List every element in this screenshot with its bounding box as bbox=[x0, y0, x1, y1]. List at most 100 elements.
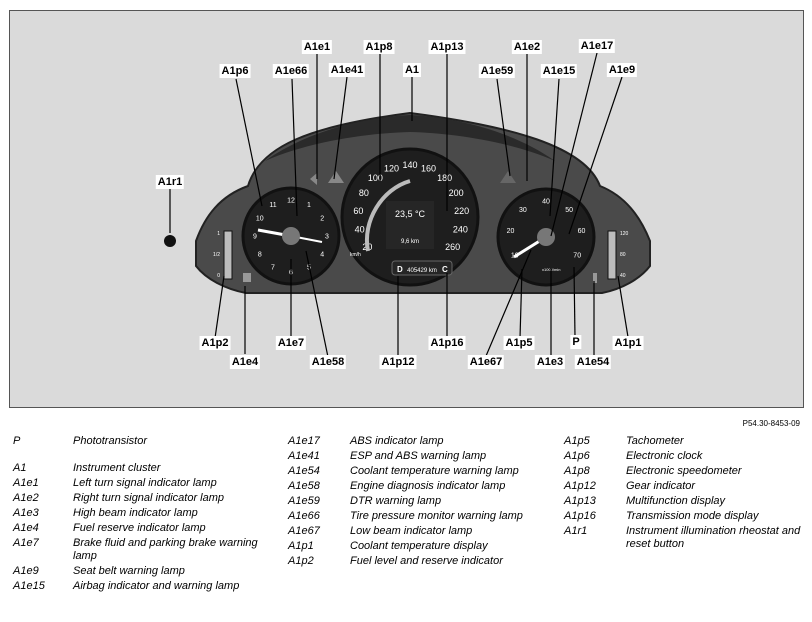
display-trip: 9,6 km bbox=[401, 239, 419, 245]
legend-code: A1e3 bbox=[13, 507, 39, 519]
callout-A1p5: A1p5 bbox=[503, 336, 535, 350]
legend-desc: Tire pressure monitor warning lamp bbox=[350, 510, 523, 522]
callout-A1e66: A1e66 bbox=[272, 64, 310, 78]
callout-A1e58: A1e58 bbox=[309, 355, 347, 369]
speed-tick-label: 260 bbox=[445, 242, 460, 252]
legend-desc: Airbag indicator and warning lamp bbox=[73, 580, 240, 592]
legend-code: A1e1 bbox=[13, 477, 39, 489]
coolant-warning-icon bbox=[593, 273, 597, 283]
legend-code: A1e2 bbox=[13, 492, 39, 504]
rpm-tick-label: 70 bbox=[573, 252, 581, 259]
figure-reference-number: P54.30-8453-09 bbox=[742, 419, 800, 428]
legend-desc: Instrument illumination rheostat and res… bbox=[626, 525, 801, 550]
callout-A1e3: A1e3 bbox=[534, 355, 566, 369]
coolant-tick-label: 120 bbox=[620, 231, 629, 237]
callout-A1: A1 bbox=[402, 63, 422, 77]
legend-desc: ABS indicator lamp bbox=[350, 435, 444, 447]
left-turn-signal-icon bbox=[310, 173, 317, 185]
legend-desc: ESP and ABS warning lamp bbox=[350, 450, 487, 462]
legend-desc: Left turn signal indicator lamp bbox=[73, 477, 217, 489]
legend-code: A1e66 bbox=[288, 510, 320, 522]
callout-A1p13: A1p13 bbox=[428, 40, 466, 54]
legend-code: A1p6 bbox=[564, 450, 590, 462]
legend-code: A1e9 bbox=[13, 565, 39, 577]
clock-tick-label: 3 bbox=[325, 233, 329, 240]
rheostat-knob[interactable] bbox=[164, 235, 176, 247]
clock-tick-label: 12 bbox=[287, 197, 295, 204]
legend-desc: Fuel level and reserve indicator bbox=[350, 555, 503, 567]
legend-code: A1p5 bbox=[564, 435, 590, 447]
legend-item: A1e17 ABS indicator lamp bbox=[288, 435, 548, 448]
callout-A1e15: A1e15 bbox=[540, 64, 578, 78]
multifunction-display-panel bbox=[386, 201, 434, 249]
legend-desc: Coolant temperature warning lamp bbox=[350, 465, 519, 477]
legend-desc: Brake fluid and parking brake warning la… bbox=[73, 537, 258, 562]
fuel-reserve-icon bbox=[243, 273, 251, 282]
speed-tick-label: 180 bbox=[437, 173, 452, 183]
legend-code: A1p2 bbox=[288, 555, 314, 567]
legend-code: A1p1 bbox=[288, 540, 314, 552]
legend-desc: Electronic speedometer bbox=[626, 465, 742, 477]
legend-item: A1e1 Left turn signal indicator lamp bbox=[13, 477, 275, 490]
callout-A1p16: A1p16 bbox=[428, 336, 466, 350]
dtr-warning-icon bbox=[500, 171, 516, 183]
legend-code: A1e54 bbox=[288, 465, 320, 477]
speed-unit-label: km/h bbox=[350, 252, 361, 258]
legend-code: A1e17 bbox=[288, 435, 320, 447]
legend-desc: Fuel reserve indicator lamp bbox=[73, 522, 206, 534]
odometer-strip bbox=[391, 260, 453, 276]
callout-A1e54: A1e54 bbox=[574, 355, 612, 369]
speed-tick-label: 80 bbox=[359, 188, 369, 198]
clock-tick-label: 11 bbox=[269, 202, 276, 209]
callout-A1e2: A1e2 bbox=[511, 40, 543, 54]
legend-code: A1e4 bbox=[13, 522, 39, 534]
fuel-tick-label: 1 bbox=[217, 231, 220, 237]
transmission-mode: C bbox=[442, 265, 448, 274]
speed-tick-label: 220 bbox=[454, 206, 469, 216]
fuel-tick-labels: 11/20 bbox=[213, 231, 220, 279]
callout-A1e41: A1e41 bbox=[328, 63, 366, 77]
clock-tick-label: 10 bbox=[256, 215, 264, 222]
odometer-value: 405429 km bbox=[407, 268, 437, 274]
legend-desc: DTR warning lamp bbox=[350, 495, 442, 507]
speed-tick-label: 60 bbox=[353, 206, 363, 216]
speed-tick-label: 40 bbox=[355, 225, 365, 235]
speed-tick-label: 100 bbox=[368, 173, 383, 183]
gear-indicator: D bbox=[397, 265, 403, 274]
legend-desc: Tachometer bbox=[626, 435, 684, 447]
esp-warning-icon bbox=[328, 171, 344, 183]
callout-A1e17: A1e17 bbox=[578, 39, 616, 53]
clock-tick-label: 7 bbox=[271, 265, 275, 272]
legend-code: A1 bbox=[13, 462, 27, 474]
speed-tick-label: 140 bbox=[402, 160, 417, 170]
callout-P: P bbox=[570, 335, 582, 349]
legend-desc: Seat belt warning lamp bbox=[73, 565, 185, 577]
speed-tick-label: 120 bbox=[384, 163, 399, 173]
leader-lines bbox=[169, 52, 629, 358]
legend-code: A1e58 bbox=[288, 480, 320, 492]
speed-tick-label: 240 bbox=[453, 225, 468, 235]
speedometer-needle-arc bbox=[364, 179, 411, 252]
legend-code: A1p8 bbox=[564, 465, 590, 477]
rpm-tick-label: 60 bbox=[578, 228, 586, 235]
legend-desc: Phototransistor bbox=[73, 435, 147, 447]
speed-tick-label: 160 bbox=[421, 163, 436, 173]
clock-tick-label: 1 bbox=[307, 202, 311, 209]
callout-A1e67: A1e67 bbox=[467, 355, 505, 369]
cluster-top-hood bbox=[265, 115, 555, 161]
